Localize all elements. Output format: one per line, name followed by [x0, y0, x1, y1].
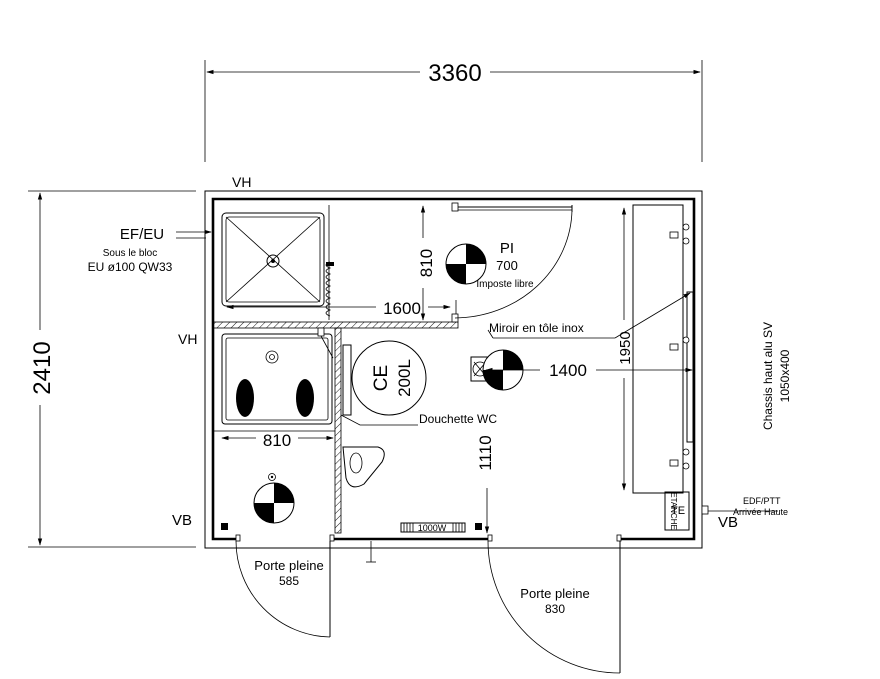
etanche-label: ETANCHE	[669, 492, 678, 530]
door-pi	[451, 202, 573, 319]
te-box: TE ETANCHE	[664, 491, 690, 531]
dimension-1600: 1600	[226, 299, 457, 318]
door-left	[235, 534, 335, 638]
douchette-label: Douchette WC	[419, 412, 497, 426]
heater-ce-label: CE	[371, 365, 392, 391]
water-heater: CE 200L	[351, 340, 427, 416]
shower-tray	[221, 212, 325, 307]
dim-1400-label: 1400	[549, 361, 587, 380]
overall-width-label: 3360	[428, 60, 481, 87]
pi-size-label: 700	[496, 258, 518, 273]
dim-1110-label: 1110	[476, 435, 495, 470]
dim-810-horizontal-label: 810	[263, 431, 291, 450]
electric-heater: 1000W	[400, 522, 466, 533]
overall-height-dimension: 2410	[28, 190, 196, 548]
overall-width-dimension: 3360	[204, 60, 703, 162]
light-fixture-pi	[445, 243, 487, 285]
miroir-label: Miroir en tôle inox	[489, 321, 584, 335]
chassis-label-line2: 1050x400	[778, 349, 792, 402]
light-fixture-entry	[253, 473, 295, 524]
vb-left-label: VB	[172, 512, 192, 529]
window-bench	[632, 204, 694, 494]
ef-eu-label: EF/EU	[120, 226, 164, 243]
dimension-810-horizontal: 810	[221, 431, 334, 450]
vh-left-label: VH	[178, 331, 197, 347]
arrivee-label: Arrivée Haute	[733, 507, 788, 517]
dimension-1400: 1400	[485, 361, 693, 380]
dimension-1110: 1110	[476, 435, 495, 534]
edf-ptt-label: EDF/PTT	[743, 496, 781, 506]
dimension-1950: 1950	[617, 207, 634, 491]
porte-left-label: Porte pleine	[254, 558, 323, 573]
interior-partitions	[212, 321, 459, 534]
porte-left-size: 585	[279, 574, 299, 588]
dim-810-vertical-label: 810	[417, 249, 436, 277]
dimension-810-vertical: 810	[417, 205, 436, 321]
pi-label: PI	[500, 240, 514, 257]
light-fixture-wc	[482, 349, 524, 391]
wc-basin-unit	[221, 333, 333, 425]
vb-center-marker	[475, 523, 482, 530]
te-label: TE	[671, 505, 685, 517]
eu-spec-label: EU ø100 QW33	[88, 260, 173, 274]
door-right	[487, 534, 622, 674]
outer-walls	[204, 190, 703, 549]
porte-right-size: 830	[545, 602, 565, 616]
sous-le-bloc-label: Sous le bloc	[103, 248, 157, 259]
vb-right-label: VB	[718, 514, 738, 531]
imposte-label: Imposte libre	[476, 279, 534, 290]
urinal	[342, 446, 385, 488]
chassis-label-line1: Chassis haut alu SV	[761, 322, 775, 430]
vb-left-marker	[221, 523, 228, 530]
porte-right-label: Porte pleine	[520, 586, 589, 601]
overall-height-label: 2410	[29, 341, 56, 394]
heater-volume-label: 200L	[395, 359, 414, 397]
dim-1600-label: 1600	[383, 299, 421, 318]
dim-1950-label: 1950	[617, 331, 634, 364]
vh-top-label: VH	[232, 174, 251, 190]
heater-power-label: 1000W	[418, 523, 447, 533]
